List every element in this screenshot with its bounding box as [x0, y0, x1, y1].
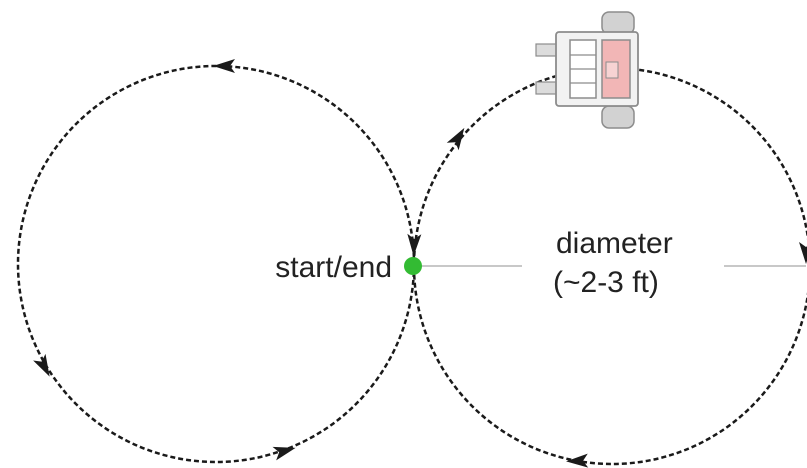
- start-end-point: [404, 257, 422, 275]
- arrow-right-upper-left-icon: [446, 127, 465, 151]
- arrow-right-side-icon: [799, 242, 807, 264]
- start-end-label: start/end: [275, 251, 392, 284]
- arrow-right-bottom-icon: [566, 453, 589, 468]
- arrow-left-bottom-left-icon: [33, 353, 50, 377]
- diameter-value-label: (~2-3 ft): [553, 266, 659, 299]
- arrow-center-down-icon: [407, 233, 422, 256]
- arrow-left-bottom-icon: [272, 446, 296, 461]
- robot-icon: [535, 11, 639, 129]
- arrow-left-top-icon: [213, 59, 235, 73]
- diameter-label: diameter: [556, 227, 673, 260]
